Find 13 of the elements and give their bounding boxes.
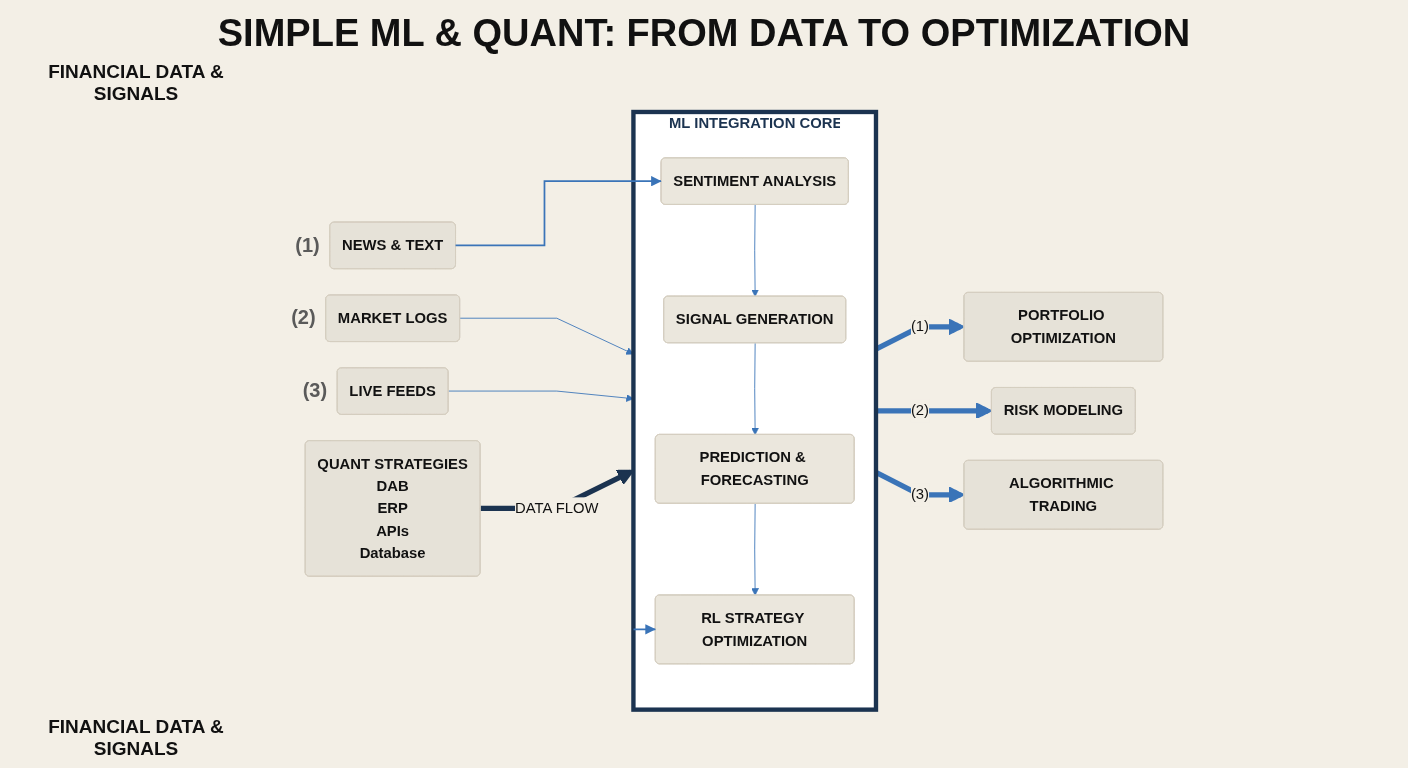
edge-label: (1) <box>910 318 930 335</box>
arrow <box>876 402 993 419</box>
section-heading: FINANCIAL DATA & SIGNALS <box>47 61 225 105</box>
edge-label: (3) <box>910 485 930 503</box>
step-number: (2) <box>291 306 316 330</box>
arrow <box>454 175 662 246</box>
diagram-title: SIMPLE ML & QUANT: FROM DATA TO OPTIMIZATION <box>217 12 1191 55</box>
edge-label: DATA FLOW <box>515 499 599 517</box>
step-number: (1) <box>295 233 320 257</box>
step-number: (3) <box>302 379 328 403</box>
edge-label: (2) <box>910 401 930 419</box>
section-heading: FINANCIAL DATA & SIGNALS <box>47 716 225 760</box>
arrow <box>632 623 657 635</box>
